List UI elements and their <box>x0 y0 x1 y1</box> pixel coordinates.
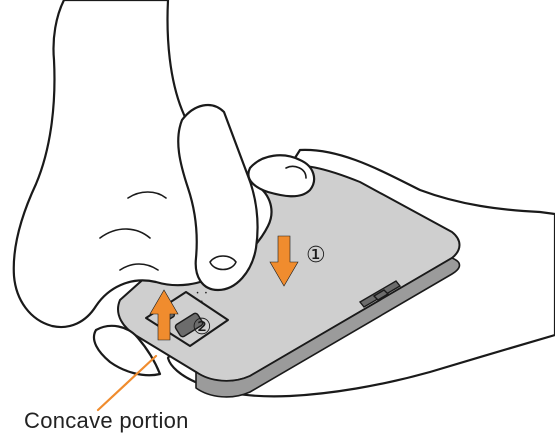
concave-portion-label: Concave portion <box>24 408 189 434</box>
step-1-marker: ① <box>306 243 326 268</box>
cover-mark-icon: ⸪ <box>196 290 207 306</box>
step-2-marker: ② <box>192 315 212 340</box>
